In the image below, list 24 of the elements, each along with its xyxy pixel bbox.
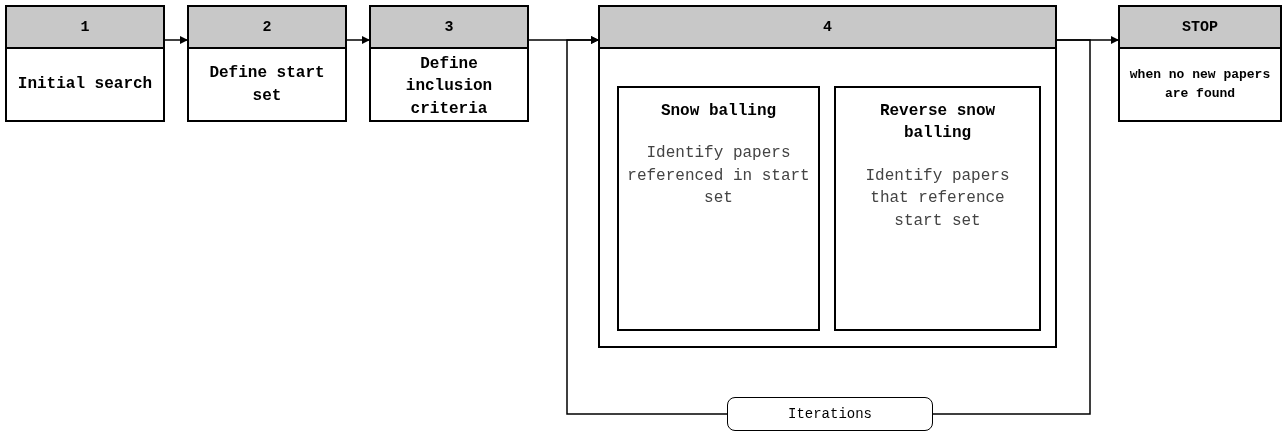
- arrow: [164, 36, 188, 44]
- step-header: 4: [600, 7, 1055, 49]
- step-title: Initial search: [16, 74, 154, 96]
- step-header: STOP: [1120, 7, 1280, 49]
- step-box: [1118, 5, 1282, 122]
- step-header: 3: [371, 7, 527, 49]
- method-title: Snow balling: [660, 101, 777, 122]
- step-box: [187, 5, 347, 122]
- step-title: Define start set: [208, 63, 326, 107]
- step-title: when no new papers are found: [1128, 66, 1272, 103]
- method-description: Identify papers referenced in start set: [626, 143, 811, 210]
- iterations-box: Iterations: [727, 397, 933, 431]
- step-box: [369, 5, 529, 122]
- method-description: Identify papers that reference start set: [864, 165, 1011, 232]
- step-title: Define inclusion criteria: [404, 54, 494, 120]
- step-box: [5, 5, 165, 122]
- step-box: [598, 5, 1057, 348]
- method-box: [617, 86, 820, 331]
- method-box: [834, 86, 1041, 331]
- step-header: 1: [7, 7, 163, 49]
- step-header: 2: [189, 7, 345, 49]
- arrow: [566, 36, 728, 415]
- arrow: [346, 36, 370, 44]
- method-title: Reverse snow balling: [878, 101, 997, 145]
